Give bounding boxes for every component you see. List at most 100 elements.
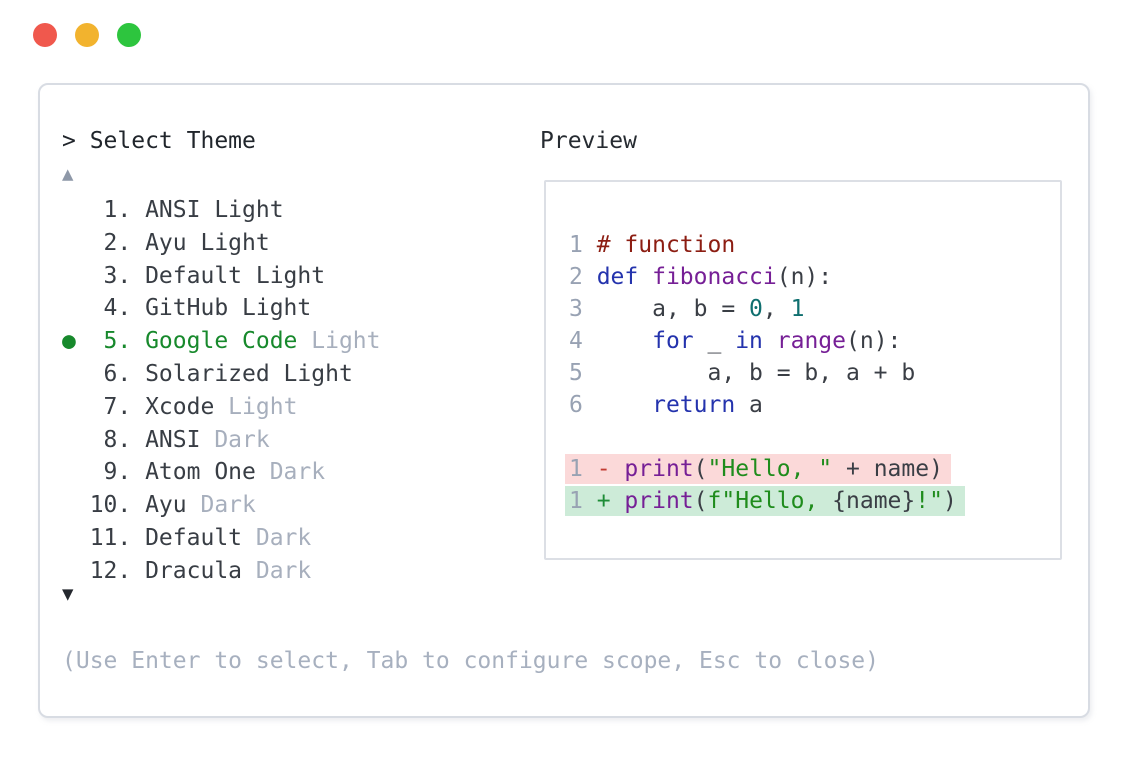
item-number: 6 [103,360,118,387]
code-segment: !" [915,488,943,514]
item-number: 11 [89,524,118,551]
item-suffix: Light [269,360,353,387]
item-name: Default [145,262,243,289]
scroll-down-icon[interactable]: ▼ [62,583,74,605]
line-number: 6 [569,392,597,418]
selected-bullet-icon: ● [62,328,76,355]
code-segment: print [624,456,694,482]
item-dot: . [117,328,146,355]
code-segment: # function [596,232,736,258]
code-segment: print [624,488,694,514]
code-segment: ( [693,488,708,514]
zoom-button[interactable] [117,23,141,47]
code-segment: a [735,392,763,418]
help-text: (Use Enter to select, Tab to configure s… [62,648,879,674]
code-segment: _ [693,328,736,354]
diff-line-del: 1 - print("Hello, " + name) [565,453,965,485]
code-segment: , [762,296,791,322]
code-segment: fibonacci [652,264,777,290]
item-dot: . [117,360,146,387]
select-theme-prompt: > Select Theme [62,128,256,154]
code-segment [597,328,652,354]
item-number: 12 [89,557,118,584]
theme-list-item[interactable]: 7. Xcode Light [62,391,381,424]
theme-list-item[interactable]: 8. ANSI Dark [62,424,381,457]
item-suffix: Light [214,393,298,420]
item-suffix: Light [186,229,270,256]
code-line: 3 a, b = 0, 1 [569,293,965,325]
item-name: GitHub [145,295,229,322]
item-name: Solarized [145,360,270,387]
item-name: Google Code [145,328,298,355]
item-name: Xcode [145,393,215,420]
item-number: 8 [103,426,118,453]
code-segment: - [596,456,611,482]
code-segment [611,456,625,482]
theme-list-item[interactable]: 12. Dracula Dark [62,555,381,588]
line-number: 2 [569,264,597,290]
item-number: 2 [103,229,118,256]
theme-list-item[interactable]: 4. GitHub Light [62,292,381,325]
item-number: 3 [103,262,118,289]
code-segment: for [652,328,694,354]
code-line: 5 a, b = b, a + b [569,357,965,389]
item-suffix: Light [200,197,284,223]
code-segment: ) [942,488,957,514]
code-segment: {name} [832,488,916,514]
item-name: Dracula [145,557,243,584]
line-number: 1 [569,456,597,482]
minimize-button[interactable] [75,23,99,47]
item-number: 5 [103,328,118,355]
item-number: 7 [103,393,118,420]
code-line: 2 def fibonacci(n): [569,261,965,293]
code-segment: def [596,264,639,290]
theme-list-item[interactable]: 11. Default Dark [62,522,381,555]
code-segment: a, b = b, a + b [596,360,916,386]
item-suffix: Light [297,328,381,355]
code-segment [611,488,625,514]
item-number: 1 [103,197,118,223]
diff-highlight: 1 - print("Hello, " + name) [565,454,951,484]
code-segment [597,392,652,418]
code-segment: f"Hello, [707,488,833,514]
theme-list-item[interactable]: 6. Solarized Light [62,358,381,391]
code-segment: ( [693,456,708,482]
code-line: 4 for _ in range(n): [569,325,965,357]
item-number: 10 [89,492,118,519]
item-name: Atom One [145,459,256,486]
preview-label: Preview [540,128,637,154]
theme-list-item[interactable]: 10. Ayu Dark [62,489,381,522]
item-dot: . [117,459,146,486]
item-dot: . [117,524,146,551]
code-segment: (n): [776,264,833,290]
item-name: Ayu [145,229,187,256]
close-button[interactable] [33,23,57,47]
code-line: 6 return a [569,389,965,421]
line-number: 1 [569,232,597,258]
theme-list-item[interactable]: 9. Atom One Dark [62,456,381,489]
item-suffix: Dark [242,557,312,584]
scroll-up-icon[interactable]: ▲ [62,163,74,185]
item-dot: . [117,197,146,223]
item-dot: . [117,426,146,453]
theme-list-item[interactable]: 3. Default Light [62,260,381,293]
theme-list-item[interactable]: ● 5. Google Code Light [62,325,381,358]
item-dot: . [117,295,146,322]
code-segment [763,328,777,354]
diff-highlight: 1 + print(f"Hello, {name}!") [565,486,965,516]
code-segment: "Hello, " [707,456,833,482]
item-dot: . [117,393,146,420]
theme-list-item[interactable]: 1. ANSI Light [62,194,381,227]
item-suffix: Dark [186,492,256,519]
code-segment: 1 [790,296,805,322]
code-line: 1 # function [569,229,965,261]
theme-list-item[interactable]: 2. Ayu Light [62,227,381,260]
line-number: 4 [569,328,597,354]
item-name: ANSI [145,197,201,223]
item-name: Ayu [145,492,187,519]
item-suffix: Dark [255,459,326,486]
code-segment: return [652,392,736,418]
